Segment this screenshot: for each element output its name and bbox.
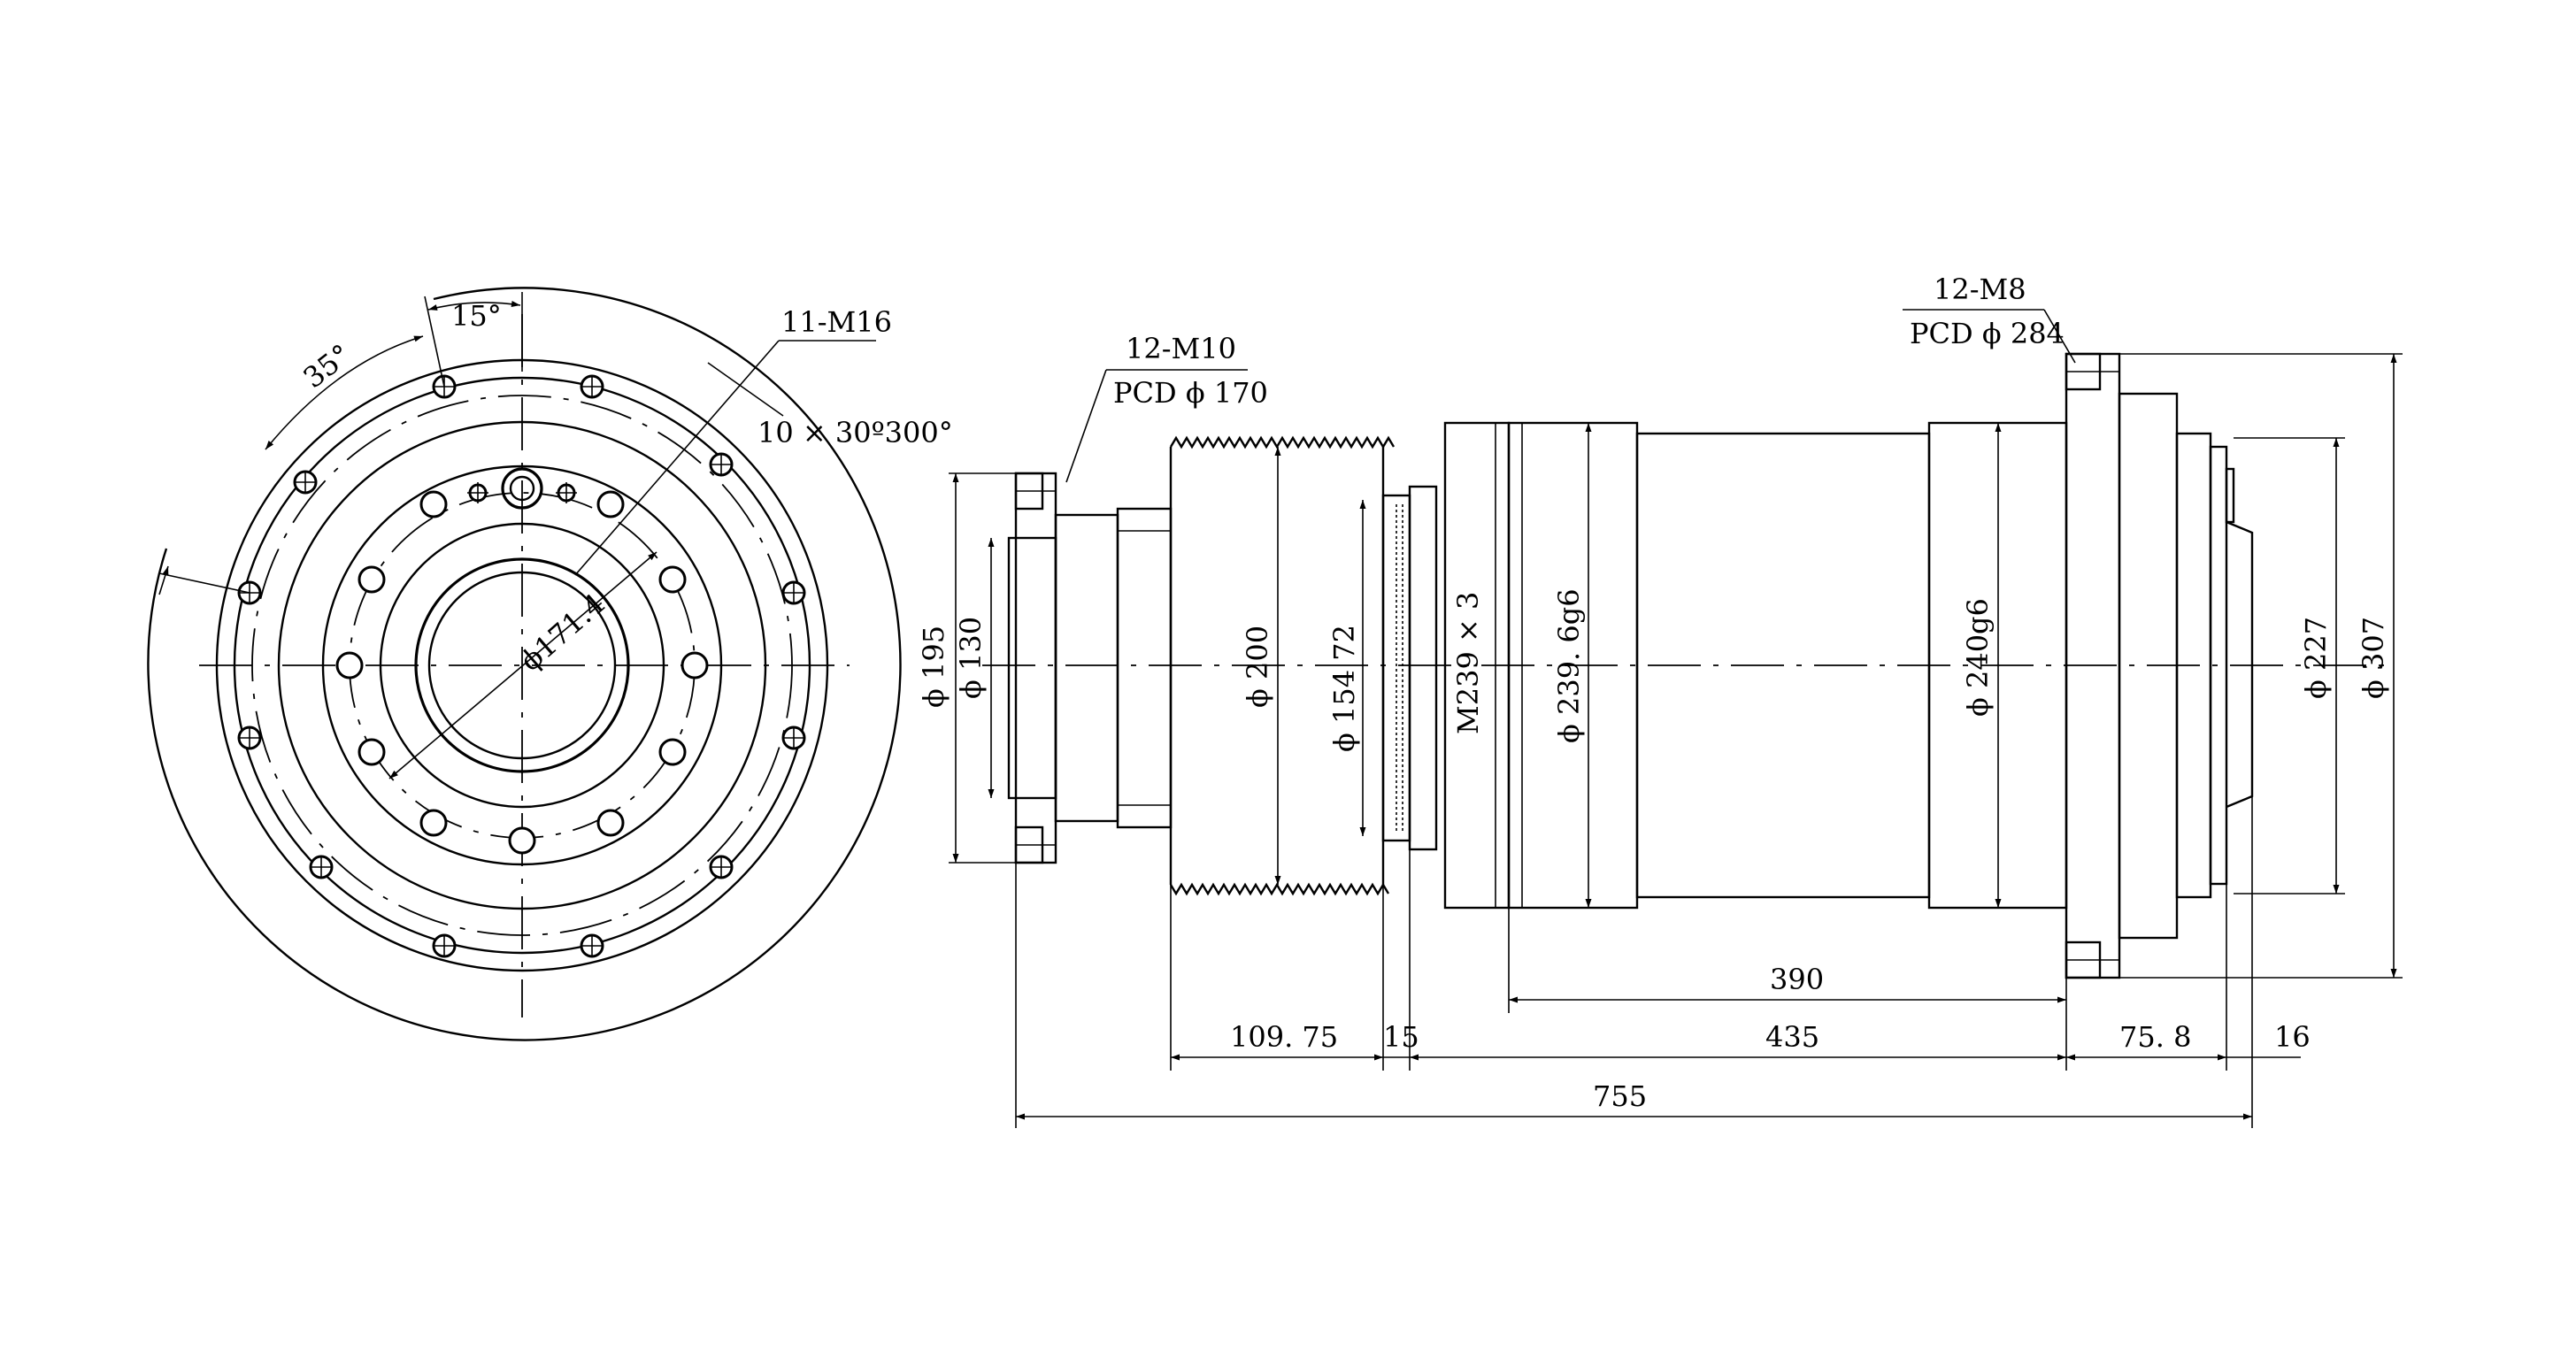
bolt-hole [419, 809, 448, 837]
bolt-pitch-circle [251, 395, 793, 936]
outer-bolt-holes [237, 374, 806, 958]
thread-m239-label: M239 × 3 [1451, 592, 1485, 734]
bolt-hole [419, 490, 448, 518]
bolt-hole [309, 855, 334, 879]
bolt-hole [508, 826, 536, 855]
radial-indicator-arrow [158, 565, 169, 595]
m8-callout: 12-M8 [1934, 273, 2026, 306]
front-view: ϕ171.4 11-M16 10 × 30º300° 15° 35° [147, 287, 953, 1041]
dia-130-label: ϕ 130 [954, 617, 988, 699]
nose-step [1054, 513, 1119, 823]
flange-step-circle [277, 420, 767, 910]
dia-195-label: ϕ 195 [917, 626, 950, 708]
bolt-hole [580, 374, 604, 399]
angle-15-label: 15° [451, 299, 502, 333]
drive-key-inner [509, 475, 535, 502]
dia-200-label: ϕ 200 [1241, 626, 1274, 708]
face-outer-circle [321, 465, 723, 866]
toothed-ring-flange [1408, 485, 1438, 851]
bolt-hole [681, 651, 709, 680]
bolt-hole [709, 452, 734, 477]
housing-ribs-bottom [1169, 882, 1390, 896]
nose-recess [1007, 536, 1057, 800]
radial-indicator-line [158, 572, 250, 594]
angle-15-ext-left [424, 296, 445, 388]
front-flange [1014, 472, 1057, 864]
pin-hole [556, 482, 577, 503]
bolt-hole [580, 933, 604, 958]
side-view: ϕ 195 ϕ 130 12-M10 PCD ϕ 170 ϕ 200 ϕ 154… [917, 273, 2403, 1128]
bolt-hole [781, 726, 806, 750]
bolt-hole [358, 565, 386, 594]
bolt-hole [658, 738, 687, 766]
m8-leader [2043, 309, 2076, 364]
bolt-hole [432, 933, 457, 958]
angle-35-arc [265, 335, 424, 450]
len-10975-label: 109. 75 [1230, 1020, 1338, 1054]
bolt-hole [358, 738, 386, 766]
drive-key-cap [501, 467, 543, 510]
pattern-leader [707, 362, 784, 417]
len-758-label: 75. 8 [2119, 1020, 2191, 1054]
gear-teeth [1396, 504, 1403, 832]
m10-leader [1065, 369, 1107, 483]
bolt-hole [293, 470, 318, 495]
encoder-plate [2209, 445, 2228, 886]
bolt-hole [658, 565, 687, 594]
m10-callout: 12-M10 [1126, 332, 1236, 365]
hole-pattern-callout: 10 × 30º300° [757, 416, 953, 449]
len-435-label: 435 [1765, 1020, 1819, 1054]
pcd170-callout: PCD ϕ 170 [1113, 376, 1268, 410]
m16-callout: 11-M16 [781, 305, 892, 339]
dia-240-label: ϕ 240g6 [1961, 598, 1995, 717]
spindle-nose-circle [379, 522, 665, 809]
encoder-housing [2226, 520, 2254, 809]
m16-leader [574, 340, 780, 576]
inner-bolt-holes [335, 467, 709, 855]
pin-hole [467, 482, 488, 503]
len-16-label: 16 [2274, 1020, 2311, 1054]
bolt-hole [237, 726, 262, 750]
nut-ring [1116, 507, 1173, 829]
bolt-hole [596, 490, 625, 518]
len-755-label: 755 [1593, 1079, 1647, 1113]
encoder-tab [2225, 467, 2235, 524]
bolt-hole [781, 580, 806, 605]
len-390-label: 390 [1770, 963, 1824, 996]
angle-15-arc [427, 301, 521, 311]
dia-227-label: ϕ 227 [2299, 617, 2333, 699]
housing-ribs-top [1169, 435, 1396, 449]
bolt-hole [596, 809, 625, 837]
bolt-hole [709, 855, 734, 879]
angle-35-label: 35° [297, 337, 358, 395]
dia-2396-label: ϕ 239. 6g6 [1552, 588, 1586, 743]
dia-307-label: ϕ 307 [2357, 617, 2390, 699]
flange-inner-circle [233, 376, 811, 955]
len-15-label: 15 [1383, 1020, 1419, 1054]
outer-housing-arc [147, 287, 902, 1041]
dia-171-label: ϕ171.4 [513, 587, 611, 678]
dia-154-label: ϕ 154 72 [1327, 625, 1361, 752]
bolt-hole [335, 651, 364, 680]
pcd284-callout: PCD ϕ 284 [1910, 317, 2065, 350]
dia-171-line [388, 551, 657, 779]
